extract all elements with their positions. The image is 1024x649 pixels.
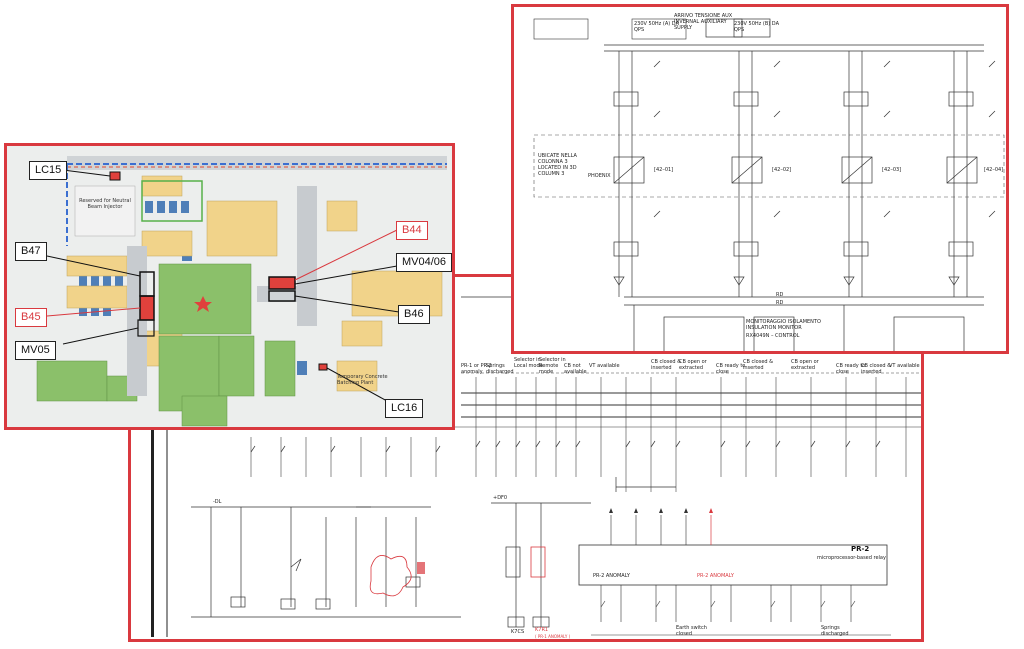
label-lc16: LC16 bbox=[385, 399, 424, 418]
site-map-drawing bbox=[7, 146, 452, 427]
springs-label: Springs discharged bbox=[821, 625, 849, 637]
rd-2: RD bbox=[776, 300, 784, 306]
bottom-schematic-drawing bbox=[151, 296, 921, 637]
col-head-3: Selector in Local mode bbox=[514, 357, 543, 369]
kcs-label: K7CS bbox=[511, 629, 525, 635]
pr2-anomaly-red: PR-2 ANOMALY bbox=[697, 573, 734, 579]
label-b47: B47 bbox=[15, 242, 47, 261]
phoenix-label: PHOENIX bbox=[588, 173, 611, 179]
site-map-panel: LC15 B47 B45 MV05 B44 MV04/06 B46 LC16 R… bbox=[4, 143, 455, 430]
earth-switch-label: Earth switch closed bbox=[676, 625, 707, 637]
supply-a-label: 230V 50Hz (A) DA QPS bbox=[634, 21, 679, 33]
col-head-5: CB not available bbox=[564, 363, 587, 375]
col-head-7: CB closed & inserted bbox=[651, 359, 682, 371]
col-head-14: VT available bbox=[889, 363, 920, 369]
top-schematic-panel: 230V 50Hz (A) DA QPS 230V 50Hz (B) DA QP… bbox=[511, 4, 1009, 354]
label-b44: B44 bbox=[396, 221, 428, 240]
col-head-8: CB open or extracted bbox=[679, 359, 707, 371]
pr2-anomaly-left: PR-2 ANOMALY bbox=[593, 573, 630, 579]
col-head-13: CB closed & inserted bbox=[861, 363, 892, 375]
range-4: [42–04] bbox=[984, 167, 1004, 173]
supply-b-label: 230V 50Hz (B) DA QPS bbox=[734, 21, 779, 33]
label-b46: B46 bbox=[398, 305, 430, 324]
reserved-nbi-note: Reserved for Neutral Beam Injector bbox=[79, 198, 131, 210]
col-head-9: CB ready to close bbox=[716, 363, 746, 375]
iso-monitor-label: MONITORAGGIO ISOLAMENTO INSULATION MONIT… bbox=[746, 319, 821, 331]
range-3: [42–03] bbox=[882, 167, 902, 173]
label-mv05: MV05 bbox=[15, 341, 56, 360]
rd-1: RD bbox=[776, 292, 784, 298]
control-label: RX4049N – CONTROL bbox=[746, 333, 800, 339]
top-schematic-drawing bbox=[533, 18, 1005, 351]
label-mv0406: MV04/06 bbox=[396, 253, 452, 272]
col-head-4: Selector in Remote mode bbox=[539, 357, 566, 375]
col-head-10: CB closed & inserted bbox=[743, 359, 774, 371]
supply-right-label: +DF0 bbox=[493, 495, 508, 501]
col-head-11: CB open or extracted bbox=[791, 359, 819, 371]
relay-title: PR-2 bbox=[851, 545, 870, 553]
label-lc15: LC15 bbox=[29, 161, 68, 180]
column-note: UBICATE NELLA COLONNA 3 LOCATED IN 3D CO… bbox=[538, 153, 577, 177]
supply-title: ARRIVO TENSIONE AUX INVERNAL AUXILIARY S… bbox=[674, 13, 733, 31]
batching-plant-note: Temporary Concrete Batching Plant bbox=[337, 374, 388, 386]
relay-subtitle: microprocessor-based relay bbox=[817, 555, 886, 561]
col-head-6: VT available bbox=[589, 363, 620, 369]
col-head-2: Springs discharged bbox=[486, 363, 514, 375]
k-label: K7R1 bbox=[535, 627, 549, 633]
col-head-1: PR-1 or PR-2 anomaly bbox=[461, 363, 492, 375]
range-1: [42–01] bbox=[654, 167, 674, 173]
col-head-12: CB ready to close bbox=[836, 363, 866, 375]
range-2: [42–02] bbox=[772, 167, 792, 173]
supply-left-label: -DL bbox=[213, 499, 222, 505]
k-sublabel: ( PR-1 ANOMALY ) bbox=[535, 634, 571, 639]
label-b45: B45 bbox=[15, 308, 47, 327]
